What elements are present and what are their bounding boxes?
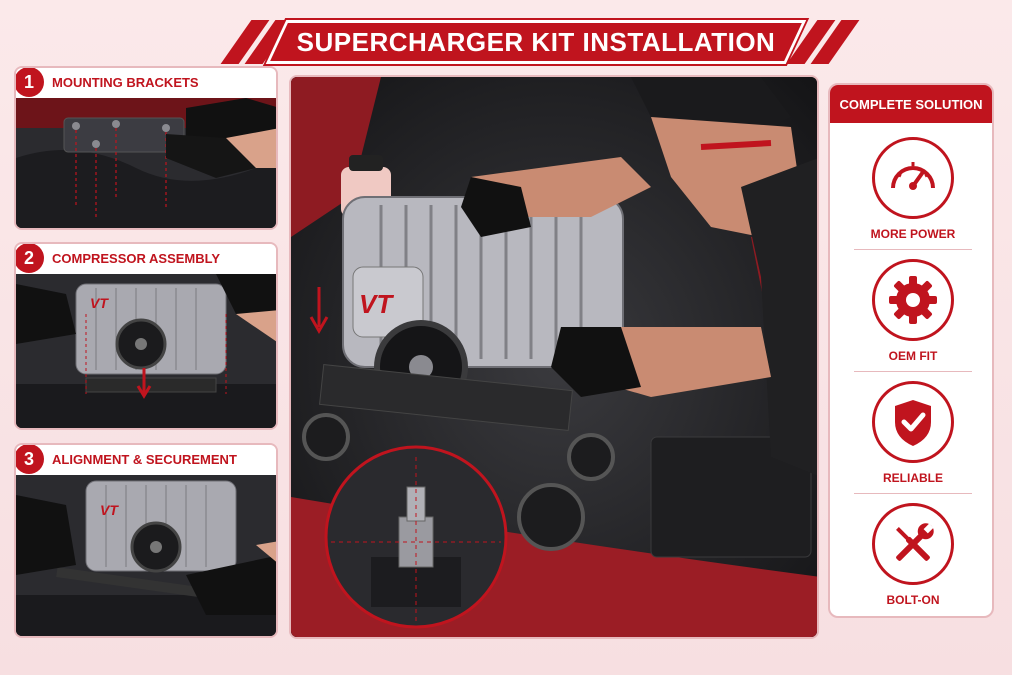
- feature-label: OEM FIT: [888, 349, 938, 363]
- step-number: 1: [16, 68, 44, 97]
- title-banner: SUPERCHARGER KIT INSTALLATION: [220, 20, 860, 64]
- step-panel-2: 2 COMPRESSOR ASSEMBLY VT: [14, 242, 278, 430]
- feature-reliable: RELIABLE: [830, 381, 992, 485]
- step-panel-1: 1 MOUNTING BRACKETS: [14, 66, 278, 230]
- feature-oem-fit: OEM FIT: [830, 259, 992, 363]
- speedometer-icon: [872, 137, 954, 219]
- svg-text:VT: VT: [100, 502, 119, 518]
- page-title: SUPERCHARGER KIT INSTALLATION: [296, 26, 776, 57]
- bolt-detail-zoom: [324, 445, 508, 629]
- step-number: 2: [16, 244, 44, 273]
- feature-label: MORE POWER: [870, 227, 956, 241]
- feature-more-power: MORE POWER: [830, 137, 992, 241]
- step-label: COMPRESSOR ASSEMBLY: [52, 251, 221, 266]
- step-image-compressor-assembly: VT: [16, 274, 276, 428]
- feature-bolt-on: BOLT-ON: [830, 503, 992, 607]
- step-panel-3: 3 ALIGNMENT & SECUREMENT VT: [14, 443, 278, 638]
- solution-header: COMPLETE SOLUTION: [830, 85, 992, 123]
- shield-check-icon: [872, 381, 954, 463]
- step-image-mounting-brackets: [16, 98, 276, 228]
- feature-label: RELIABLE: [883, 471, 943, 485]
- wrench-screwdriver-icon: [872, 503, 954, 585]
- main-install-image: VT: [289, 75, 819, 639]
- step-label: MOUNTING BRACKETS: [52, 75, 199, 90]
- solution-panel: COMPLETE SOLUTION MORE POWER: [828, 83, 994, 618]
- step-label: ALIGNMENT & SECUREMENT: [52, 452, 237, 467]
- brand-mark: VT: [359, 289, 394, 319]
- step-number: 3: [16, 445, 44, 474]
- gear-icon: [872, 259, 954, 341]
- step-image-alignment-securement: VT: [16, 475, 276, 636]
- brand-mark: VT: [90, 295, 109, 311]
- feature-label: BOLT-ON: [886, 593, 940, 607]
